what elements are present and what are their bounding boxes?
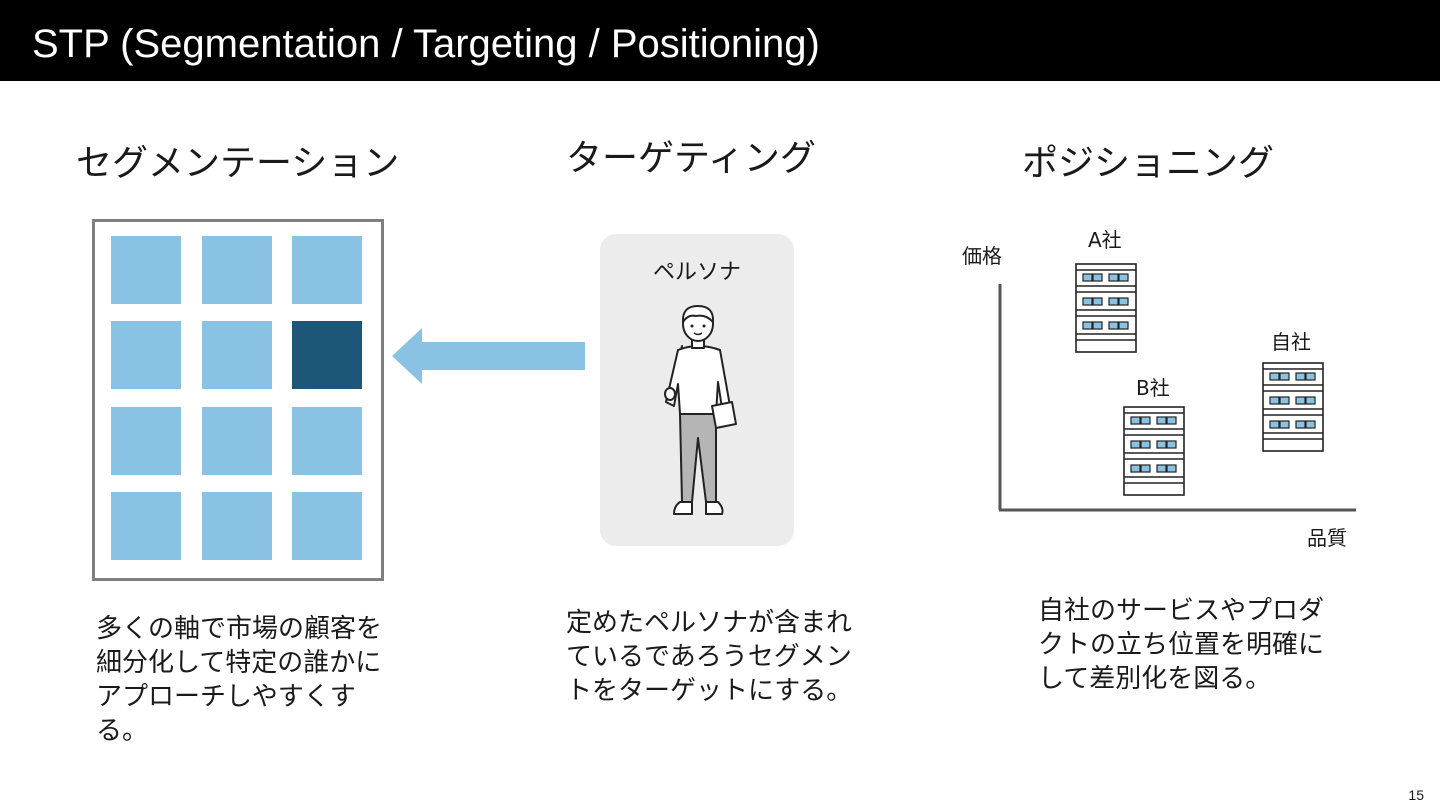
segment-cell — [111, 407, 181, 475]
targeting-description: 定めたペルソナが含まれているであろうセグメントをターゲットにする。 — [566, 608, 853, 706]
title-bar: STP (Segmentation / Targeting / Position… — [0, 0, 1440, 81]
segment-grid — [92, 219, 384, 581]
segment-cell-highlighted — [292, 321, 362, 389]
segment-cell — [111, 492, 181, 560]
company-b-building-icon — [1122, 405, 1186, 501]
segment-cell — [292, 407, 362, 475]
slide-title: STP (Segmentation / Targeting / Position… — [32, 22, 820, 66]
segment-cell — [202, 407, 272, 475]
persona-card: ペルソナ — [600, 234, 794, 546]
y-axis-label: 価格 — [962, 244, 1002, 268]
company-b-label: B社 — [1136, 376, 1170, 400]
person-icon — [664, 305, 737, 515]
positioning-map — [998, 284, 1356, 512]
targeting-heading: ターゲティング — [566, 138, 816, 179]
segment-cell — [111, 321, 181, 389]
segment-cell — [111, 236, 181, 304]
segment-cell — [292, 236, 362, 304]
company-a-label: A社 — [1088, 228, 1122, 252]
segmentation-description: 多くの軸で市場の顧客を細分化して特定の誰かにアプローチしやすくする。 — [96, 614, 383, 746]
x-axis-label: 品質 — [1307, 526, 1347, 550]
company-a-building-icon — [1074, 262, 1138, 358]
page-number: 15 — [1408, 787, 1424, 803]
positioning-description: 自社のサービスやプロダクトの立ち位置を明確にして差別化を図る。 — [1038, 596, 1325, 694]
left-arrow-icon — [392, 328, 585, 384]
segmentation-heading: セグメンテーション — [76, 143, 400, 184]
own-company-label: 自社 — [1271, 330, 1311, 354]
positioning-heading: ポジショニング — [1022, 143, 1275, 184]
segment-cell — [202, 236, 272, 304]
persona-label: ペルソナ — [652, 260, 741, 285]
segment-cell — [202, 492, 272, 560]
own-company-building-icon — [1261, 361, 1325, 457]
segment-cell — [202, 321, 272, 389]
segment-cell — [292, 492, 362, 560]
